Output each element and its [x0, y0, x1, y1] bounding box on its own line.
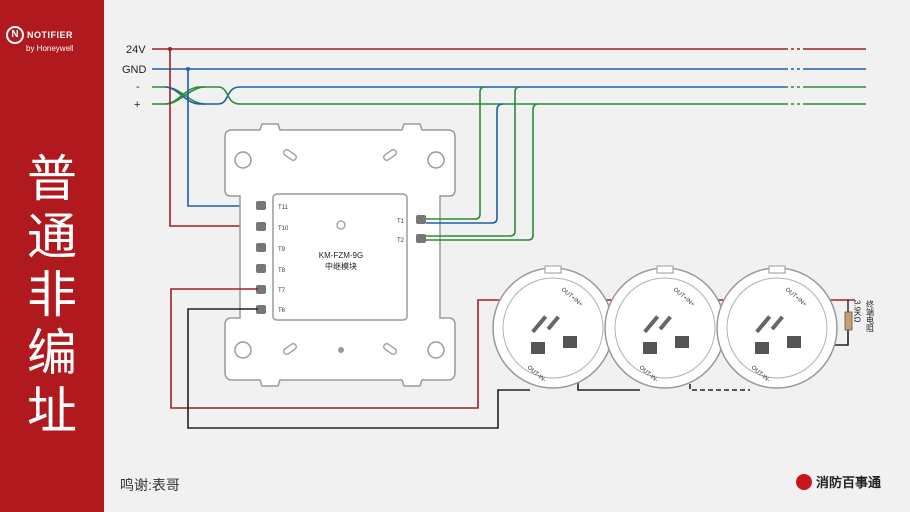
detector-inner-ring — [614, 277, 716, 379]
terminal-block — [256, 201, 266, 210]
detector-inner-ring — [502, 277, 604, 379]
mount-slot — [283, 343, 297, 355]
logo-subtitle: by Honeywell — [26, 44, 74, 53]
terminal-label: T8 — [278, 268, 286, 274]
detector-contact — [546, 315, 560, 331]
terminal-label: T11 — [278, 205, 289, 211]
resistor-body — [844, 311, 853, 331]
mount-hole — [427, 151, 445, 169]
terminal-block — [416, 215, 426, 224]
module-body — [272, 193, 408, 321]
label-24v: 24V — [126, 44, 146, 56]
resistor-value-text: 3.9KΩ — [853, 300, 862, 322]
terminal-label: T6 — [278, 308, 286, 314]
label-pos: + — [134, 99, 140, 111]
end-of-line-resistor: 3.9KΩ 终端电阻 — [844, 299, 875, 333]
bus-pos-line — [164, 86, 785, 105]
brand-icon — [796, 473, 812, 490]
detector-terminal — [643, 342, 657, 354]
terminal-label: T1 — [397, 219, 405, 225]
detector-contact — [658, 315, 672, 331]
terminal-label: T2 — [397, 238, 405, 244]
wire-t2-to-bus — [426, 86, 521, 237]
module-plate: KM-FZM-9G 中继模块 — [224, 123, 456, 387]
logo-text: NOTIFIER — [27, 30, 73, 40]
label-gnd: GND — [122, 64, 147, 76]
title-char: 通 — [27, 208, 77, 266]
terminal-block — [256, 264, 266, 273]
detector-tab — [544, 265, 562, 274]
detector-base: OUT+IN+ OUT-IN- — [604, 265, 726, 389]
title-char: 非 — [27, 266, 77, 324]
mount-slot — [283, 149, 297, 161]
footer-brand: 消防百事通 — [796, 472, 881, 491]
module-model: KM-FZM-9G — [319, 251, 363, 260]
title-char: 普 — [27, 150, 77, 208]
label-neg: - — [136, 81, 140, 93]
bus-neg-cross — [164, 86, 785, 105]
detector-outer-ring — [492, 267, 614, 389]
detector-terminal — [531, 342, 545, 354]
detector-terminal — [755, 342, 769, 354]
detector-contact — [755, 315, 772, 334]
detector-inner-ring — [726, 277, 828, 379]
resistor-desc-text: 终端电阻 — [866, 299, 875, 333]
title-char: 编 — [27, 324, 77, 382]
detector-terminal — [675, 336, 689, 348]
mount-hole — [427, 341, 445, 359]
page-title: 普 通 非 编 址 — [14, 150, 90, 440]
resistor-value: 3.9KΩ — [853, 300, 862, 322]
module-name: 中继模块 — [325, 261, 357, 271]
detector-tab — [768, 265, 786, 274]
sidebar: N NOTIFIER by Honeywell 普 通 非 编 址 — [0, 0, 104, 512]
terminal-block — [256, 285, 266, 294]
wire-t1-to-bus — [426, 86, 486, 220]
notifier-logo: N NOTIFIER — [6, 26, 73, 44]
terminals-left: T11 T10 T9 T8 T7 T6 — [256, 201, 289, 314]
footer-brand-text: 消防百事通 — [816, 475, 882, 490]
credit-text: 鸣谢:表哥 — [120, 477, 180, 493]
detector-outer-ring — [604, 267, 726, 389]
detector-tab — [656, 265, 674, 274]
mount-hole — [234, 151, 252, 169]
wire-t6-loop — [187, 308, 530, 429]
resistor-desc: 终端电阻 — [866, 299, 875, 333]
detector-terminal — [787, 336, 801, 348]
detector-base: OUT+IN+ OUT-IN- — [492, 265, 614, 389]
terminal-label: T9 — [278, 247, 286, 253]
mount-slot — [383, 149, 397, 161]
mount-hole — [234, 341, 252, 359]
terminal-block — [256, 305, 266, 314]
detector-contact — [643, 315, 660, 334]
detector-contact — [531, 315, 548, 334]
detector-terminal — [563, 336, 577, 348]
bus-neg-line — [152, 86, 206, 105]
terminal-block — [256, 243, 266, 252]
terminal-label: T7 — [278, 288, 286, 294]
wire-gnd-to-t11 — [187, 69, 258, 207]
terminal-block — [256, 222, 266, 231]
detector-outer-ring — [716, 267, 838, 389]
bus-lines — [152, 48, 866, 105]
terminal-block — [416, 234, 426, 243]
terminal-label: T10 — [278, 226, 289, 232]
module-screw — [336, 220, 346, 230]
title-char: 址 — [27, 382, 77, 440]
wire-24v-to-t10 — [169, 49, 258, 227]
plate-screw — [338, 347, 344, 353]
detector-base: OUT+IN+ OUT-IN- — [716, 265, 838, 389]
detector-contact — [770, 315, 784, 331]
logo-mark-icon: N — [6, 26, 24, 44]
terminals-right: T1 T2 — [397, 215, 426, 244]
mount-slot — [383, 343, 397, 355]
wire-t1-to-bus-2 — [426, 103, 504, 224]
wire-t2-to-bus-2 — [426, 103, 539, 241]
